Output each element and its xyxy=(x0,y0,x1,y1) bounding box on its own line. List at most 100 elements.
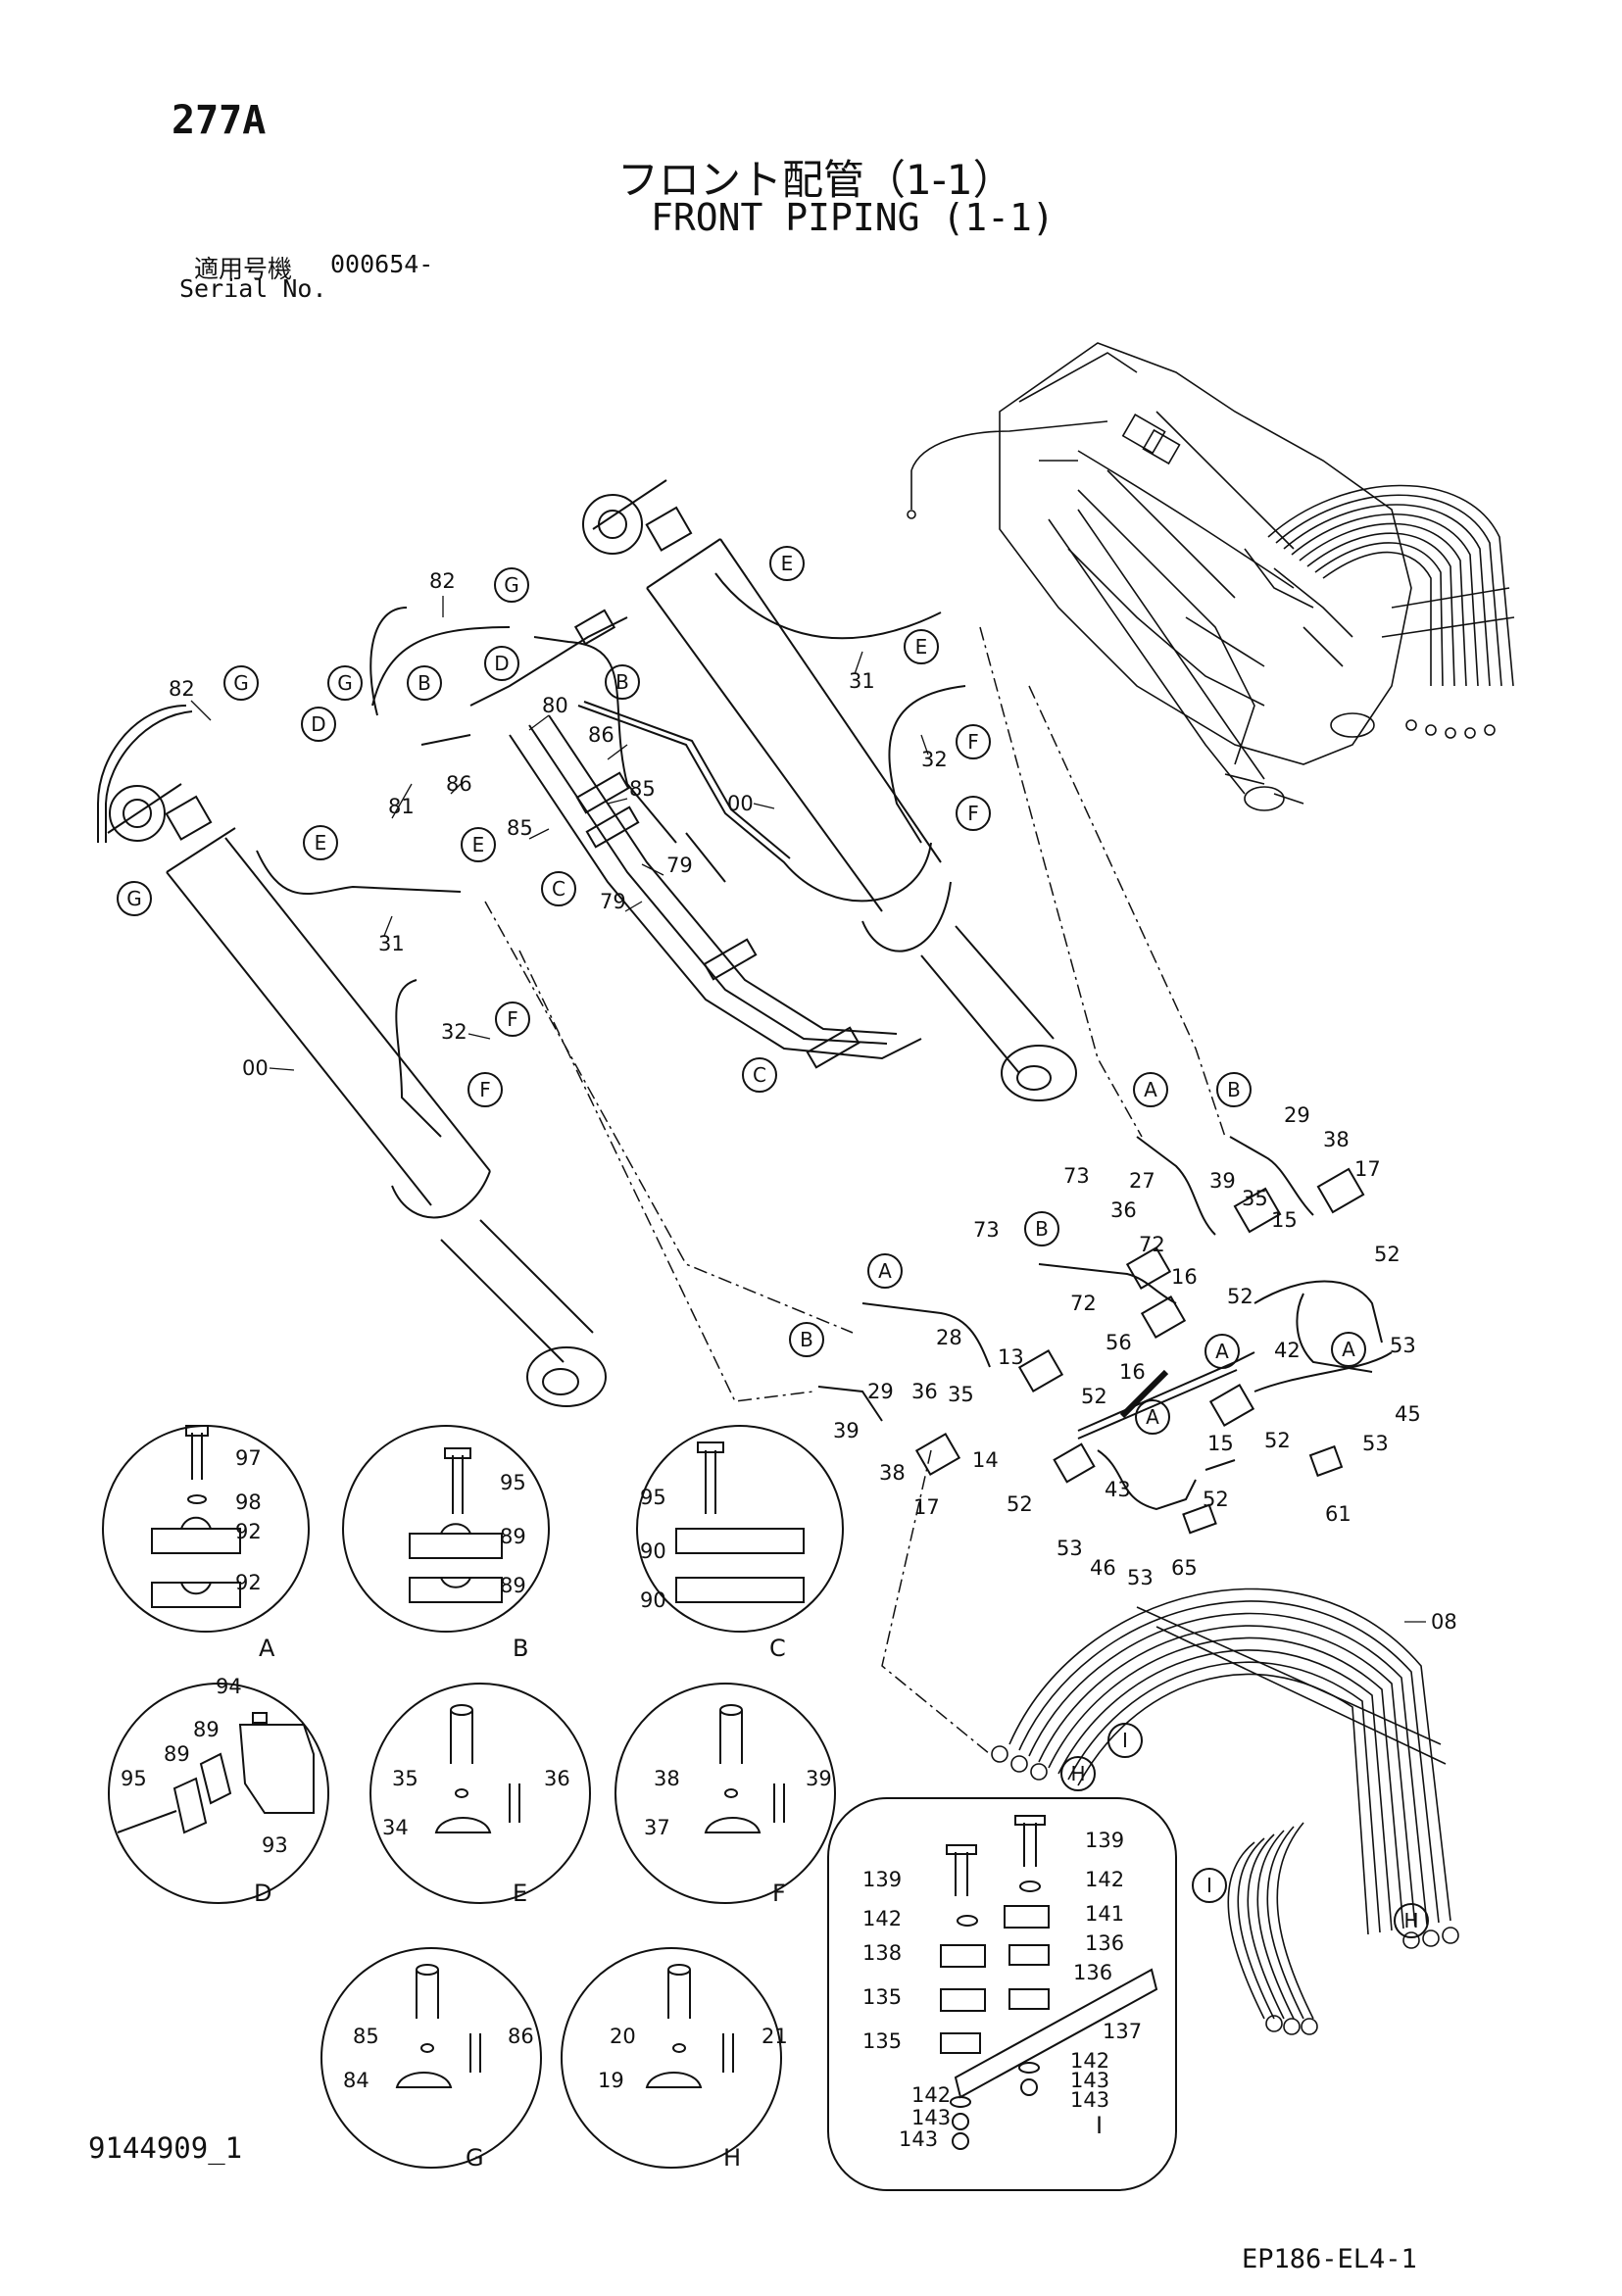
serial-number-value: 000654- xyxy=(330,250,434,278)
svg-text:H: H xyxy=(1070,1762,1085,1785)
detail-i-part: 137 xyxy=(1103,2020,1142,2043)
detail-d-part: 94 xyxy=(216,1675,242,1698)
svg-text:A: A xyxy=(1146,1405,1159,1429)
detail-a-part: 92 xyxy=(235,1571,262,1594)
detail-i-part: 143 xyxy=(899,2127,938,2151)
figure-id: 9144909_1 xyxy=(88,2131,243,2165)
detail-i-part: 136 xyxy=(1073,1961,1112,1984)
part-label: 52 xyxy=(1264,1429,1291,1452)
part-label: 00 xyxy=(242,1056,269,1080)
serial-label-japanese: 適用号機 xyxy=(194,255,293,283)
detail-h-caption: H xyxy=(723,2144,741,2172)
part-label: 85 xyxy=(507,816,533,840)
part-label: 65 xyxy=(1171,1556,1198,1580)
detail-d-part: 89 xyxy=(164,1742,190,1766)
svg-text:A: A xyxy=(1144,1078,1157,1101)
detail-c-part: 95 xyxy=(640,1486,666,1509)
part-label: 53 xyxy=(1127,1566,1154,1589)
svg-text:F: F xyxy=(507,1007,518,1031)
part-label: 85 xyxy=(629,777,656,801)
drawing-code: EP186-EL4-1 xyxy=(1242,2244,1417,2274)
detail-f-part: 38 xyxy=(654,1767,680,1790)
part-label: 08 xyxy=(1431,1610,1457,1634)
part-label: 52 xyxy=(1203,1488,1229,1511)
part-label: 61 xyxy=(1325,1502,1352,1526)
detail-i-part: 135 xyxy=(862,2029,902,2053)
detail-fittings xyxy=(395,1704,785,2088)
part-label: 17 xyxy=(1354,1157,1381,1181)
detail-i-part: 139 xyxy=(1085,1829,1124,1852)
hoses xyxy=(97,572,966,1138)
detail-e-part: 35 xyxy=(392,1767,418,1790)
detail-b-part: 89 xyxy=(500,1525,526,1548)
part-label: 38 xyxy=(879,1461,906,1485)
detail-d-parts xyxy=(117,1712,315,1834)
svg-text:I: I xyxy=(1122,1729,1128,1752)
detail-i-part: 142 xyxy=(1085,1868,1124,1891)
detail-f-part: 37 xyxy=(644,1816,670,1839)
svg-text:F: F xyxy=(967,730,979,754)
svg-text:G: G xyxy=(504,573,519,597)
part-label: 73 xyxy=(1063,1164,1090,1188)
detail-g-part: 86 xyxy=(508,2025,534,2048)
part-label: 52 xyxy=(1007,1492,1033,1516)
part-label: 13 xyxy=(998,1345,1024,1369)
detail-i-caption: I xyxy=(1096,2112,1103,2139)
part-label: 82 xyxy=(429,569,456,593)
detail-d-part: 95 xyxy=(121,1767,147,1790)
detail-i-part: 143 xyxy=(1070,2069,1109,2092)
svg-text:E: E xyxy=(915,635,928,659)
part-label: 73 xyxy=(973,1218,1000,1242)
part-label: 32 xyxy=(441,1020,467,1044)
part-label: 72 xyxy=(1070,1292,1097,1315)
part-label: 38 xyxy=(1323,1128,1350,1151)
svg-text:B: B xyxy=(1035,1217,1049,1241)
part-label: 79 xyxy=(600,890,626,913)
detail-i-part: 141 xyxy=(1085,1902,1124,1926)
part-label: 53 xyxy=(1390,1334,1416,1357)
part-label: 17 xyxy=(913,1495,940,1519)
detail-h-part: 19 xyxy=(598,2069,624,2092)
part-label: 15 xyxy=(1207,1432,1234,1455)
detail-circles xyxy=(102,1425,1177,2191)
main-part-numbers: 82 82 81 80 86 86 85 85 79 79 31 31 32 3… xyxy=(169,569,1457,1634)
detail-d-caption: D xyxy=(254,1880,271,1907)
upper-pipe-group xyxy=(420,609,922,1069)
detail-i-part: 142 xyxy=(862,1907,902,1930)
part-label: 29 xyxy=(1284,1103,1310,1127)
detail-part-numbers: 97 98 92 92 95 89 89 95 90 90 94 89 89 9… xyxy=(121,1446,1142,2151)
svg-text:C: C xyxy=(552,877,565,901)
part-label: 45 xyxy=(1395,1402,1421,1426)
part-label: 43 xyxy=(1105,1478,1131,1501)
svg-text:B: B xyxy=(1227,1078,1241,1101)
machine-overview-illustration xyxy=(907,342,1515,811)
hose-bundle-08 xyxy=(991,1588,1459,2035)
ref-callout-circles xyxy=(117,546,1429,1938)
detail-b-part: 95 xyxy=(500,1471,526,1494)
detail-h-part: 20 xyxy=(610,2025,636,2048)
detail-b-parts xyxy=(409,1447,503,1603)
part-label: 56 xyxy=(1106,1331,1132,1354)
svg-text:B: B xyxy=(418,671,431,695)
svg-text:A: A xyxy=(1215,1340,1229,1363)
part-label: 14 xyxy=(972,1448,999,1472)
detail-i-part: 142 xyxy=(1070,2049,1109,2073)
part-label: 53 xyxy=(1362,1432,1389,1455)
detail-g-part: 84 xyxy=(343,2069,369,2092)
label-leaders xyxy=(190,596,1426,1623)
svg-text:A: A xyxy=(1342,1338,1355,1361)
detail-h-part: 21 xyxy=(762,2025,788,2048)
detail-i-parts xyxy=(940,1815,1158,2150)
ref-letters: G D G G B B D G E E F F E E F F C C A B … xyxy=(126,552,1418,1932)
detail-a-part: 97 xyxy=(235,1446,262,1470)
detail-c-parts xyxy=(675,1441,805,1603)
svg-text:F: F xyxy=(479,1078,491,1101)
part-label: 80 xyxy=(542,694,568,717)
detail-c-part: 90 xyxy=(640,1588,666,1612)
part-label: 31 xyxy=(378,932,405,955)
detail-f-caption: F xyxy=(772,1880,786,1907)
detail-f-part: 39 xyxy=(806,1767,832,1790)
detail-a-part: 92 xyxy=(235,1520,262,1543)
detail-a-part: 98 xyxy=(235,1490,262,1514)
detail-i-part: 143 xyxy=(1070,2088,1109,2112)
